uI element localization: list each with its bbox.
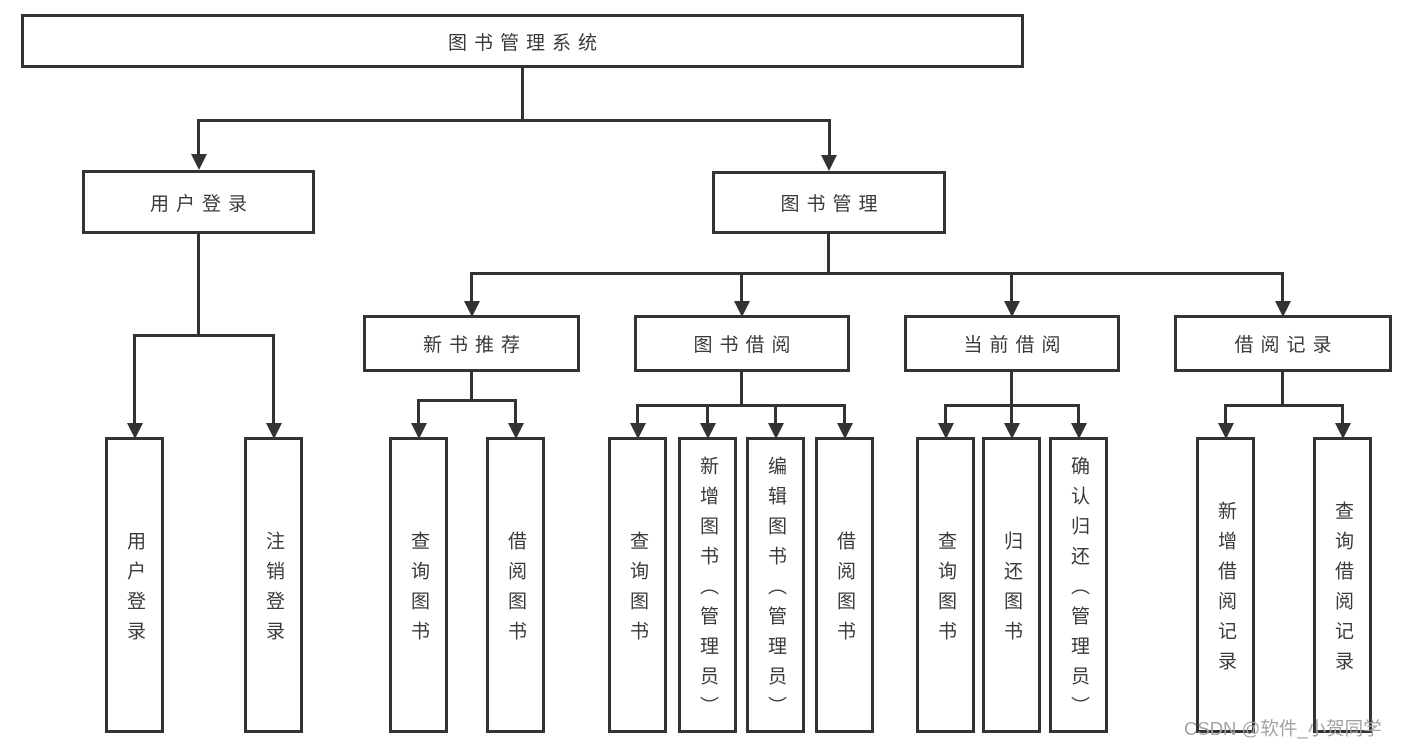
arrow-down-icon	[464, 301, 480, 317]
node-current-borrowing: 当前借阅	[904, 315, 1120, 372]
leaf-label: 归还图书	[1001, 530, 1022, 651]
arrow-down-icon	[700, 423, 716, 439]
leaf-label: 新增图书（管理员）	[697, 455, 718, 726]
connector-line	[636, 404, 846, 407]
leaf-user-login: 用户登录	[105, 437, 164, 733]
connector-line	[197, 234, 200, 337]
node-user-login: 用户登录	[82, 170, 315, 234]
connector-line	[514, 399, 517, 426]
leaf-label: 注销登录	[263, 530, 284, 651]
leaf-label: 查询图书	[408, 530, 429, 651]
node-library-management-system: 图书管理系统	[21, 14, 1024, 68]
leaf-borrow-books-recommend: 借阅图书	[486, 437, 545, 733]
arrow-down-icon	[191, 154, 207, 170]
leaf-add-borrow-record: 新增借阅记录	[1196, 437, 1255, 733]
connector-line	[740, 372, 743, 407]
node-label: 图书管理系统	[447, 32, 604, 54]
node-label: 用户登录	[149, 193, 254, 215]
arrow-down-icon	[837, 423, 853, 439]
arrow-down-icon	[266, 423, 282, 439]
connector-line	[133, 334, 136, 426]
connector-line	[828, 119, 831, 158]
connector-line	[1281, 372, 1284, 407]
connector-line	[197, 119, 200, 157]
connector-line	[521, 68, 524, 122]
leaf-label: 查询借阅记录	[1332, 500, 1353, 681]
leaf-return-books: 归还图书	[982, 437, 1041, 733]
arrow-down-icon	[938, 423, 954, 439]
connector-line	[636, 404, 639, 426]
connector-line	[197, 119, 831, 122]
connector-line	[944, 404, 947, 426]
connector-line	[470, 272, 1284, 275]
leaf-borrow-books: 借阅图书	[815, 437, 874, 733]
leaf-query-books-recommend: 查询图书	[389, 437, 448, 733]
node-book-borrowing: 图书借阅	[634, 315, 850, 372]
arrow-down-icon	[1071, 423, 1087, 439]
leaf-label: 借阅图书	[834, 530, 855, 651]
leaf-label: 用户登录	[124, 530, 145, 651]
node-book-management: 图书管理	[712, 171, 946, 234]
node-borrowing-records: 借阅记录	[1174, 315, 1392, 372]
arrow-down-icon	[1004, 423, 1020, 439]
csdn-watermark: CSDN @软件_小贺同学	[1184, 718, 1382, 739]
connector-line	[1341, 404, 1344, 426]
connector-line	[827, 234, 830, 275]
node-label: 借阅记录	[1234, 335, 1339, 356]
connector-line	[417, 399, 517, 402]
connector-line	[706, 404, 709, 426]
connector-line	[1224, 404, 1227, 426]
node-new-book-recommendation: 新书推荐	[363, 315, 580, 372]
leaf-add-book-admin: 新增图书（管理员）	[678, 437, 737, 733]
connector-line	[774, 404, 777, 426]
connector-line	[1281, 272, 1284, 303]
arrow-down-icon	[630, 423, 646, 439]
leaf-query-borrow-record: 查询借阅记录	[1313, 437, 1372, 733]
arrow-down-icon	[1275, 301, 1291, 317]
arrow-down-icon	[1335, 423, 1351, 439]
connector-line	[1010, 272, 1013, 303]
arrow-down-icon	[411, 423, 427, 439]
leaf-label: 借阅图书	[505, 530, 526, 651]
leaf-query-books-current: 查询图书	[916, 437, 975, 733]
connector-line	[470, 272, 473, 303]
leaf-label: 编辑图书（管理员）	[765, 455, 786, 726]
connector-line	[1224, 404, 1344, 407]
connector-line	[417, 399, 420, 426]
arrow-down-icon	[1004, 301, 1020, 317]
connector-line	[740, 272, 743, 303]
connector-line	[843, 404, 846, 426]
connector-line	[470, 372, 473, 402]
leaf-edit-book-admin: 编辑图书（管理员）	[746, 437, 805, 733]
arrow-down-icon	[734, 301, 750, 317]
node-label: 当前借阅	[963, 335, 1068, 356]
arrow-down-icon	[508, 423, 524, 439]
arrow-down-icon	[821, 155, 837, 171]
leaf-label: 查询图书	[935, 530, 956, 651]
connector-line	[272, 334, 275, 426]
leaf-label: 查询图书	[627, 530, 648, 651]
node-label: 图书借阅	[693, 335, 798, 356]
connector-line	[1077, 404, 1080, 426]
leaf-logout: 注销登录	[244, 437, 303, 733]
arrow-down-icon	[768, 423, 784, 439]
arrow-down-icon	[1218, 423, 1234, 439]
arrow-down-icon	[127, 423, 143, 439]
leaf-query-books-borrow: 查询图书	[608, 437, 667, 733]
node-label: 图书管理	[780, 194, 885, 215]
leaf-label: 确认归还（管理员）	[1068, 455, 1089, 726]
leaf-confirm-return-admin: 确认归还（管理员）	[1049, 437, 1108, 733]
node-label: 新书推荐	[422, 335, 527, 356]
connector-line	[133, 334, 275, 337]
connector-line	[1010, 404, 1013, 426]
connector-line	[1010, 372, 1013, 407]
leaf-label: 新增借阅记录	[1215, 500, 1236, 681]
